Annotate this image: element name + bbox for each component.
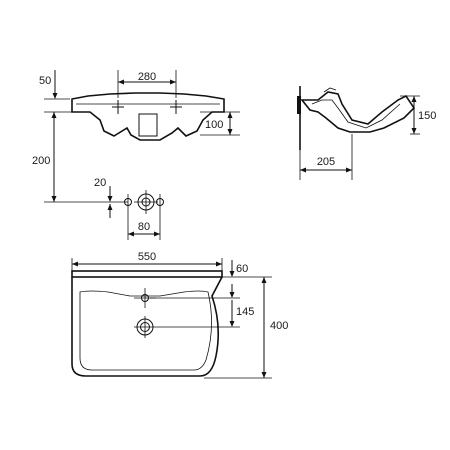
side-basin-profile: [300, 91, 416, 133]
dim-side-height-label: 150: [418, 110, 436, 122]
dim-bowl-depth-label: 100: [205, 119, 223, 131]
dim-side-depth: 205: [299, 134, 353, 180]
dim-front-top-offset-label: 50: [39, 75, 51, 87]
front-view: 280 50 100 200: [32, 70, 240, 203]
mounting-pins-view: 20 80: [94, 177, 164, 240]
front-tap-hole-right: [170, 100, 182, 114]
dim-pin-spacing: 80: [128, 221, 160, 237]
dim-plan-tap-offset: 60: [229, 260, 248, 277]
front-tap-hole-left: [112, 100, 124, 114]
side-inner-profile: [311, 99, 401, 129]
plan-inner-bowl: [79, 290, 212, 371]
dim-plan-drain-offset-label: 145: [236, 306, 254, 318]
front-basin-outline: [71, 92, 225, 141]
plan-view: 550 60 145 400: [71, 251, 288, 379]
dim-pin-spacing-label: 80: [138, 221, 150, 233]
dim-plan-width: 550: [71, 251, 223, 272]
dim-side-height: 150: [400, 95, 436, 135]
dim-mount-height-label: 200: [32, 155, 50, 167]
dim-side-depth-label: 205: [317, 156, 335, 168]
dim-tap-spacing-label: 280: [138, 71, 156, 83]
dim-front-top-offset: 50: [39, 70, 70, 100]
dim-plan-drain-offset: 145: [229, 284, 254, 327]
dim-plan-width-label: 550: [138, 251, 156, 263]
side-view: 150 205: [297, 86, 436, 180]
dim-pin-offset: 20: [94, 177, 113, 218]
side-wall-bracket: [297, 96, 301, 114]
plan-bowl-outline: [71, 276, 223, 377]
dim-pin-offset-label: 20: [94, 177, 106, 189]
dim-tap-spacing: 280: [117, 70, 177, 98]
dim-bowl-depth: 100: [200, 111, 240, 136]
dim-mount-height: 200: [32, 111, 128, 203]
front-drain: [138, 113, 158, 137]
plan-top-slab: [71, 270, 223, 278]
dim-plan-depth-label: 400: [270, 320, 288, 332]
dim-plan-depth: 400: [204, 276, 288, 379]
dim-plan-tap-offset-label: 60: [236, 263, 248, 275]
